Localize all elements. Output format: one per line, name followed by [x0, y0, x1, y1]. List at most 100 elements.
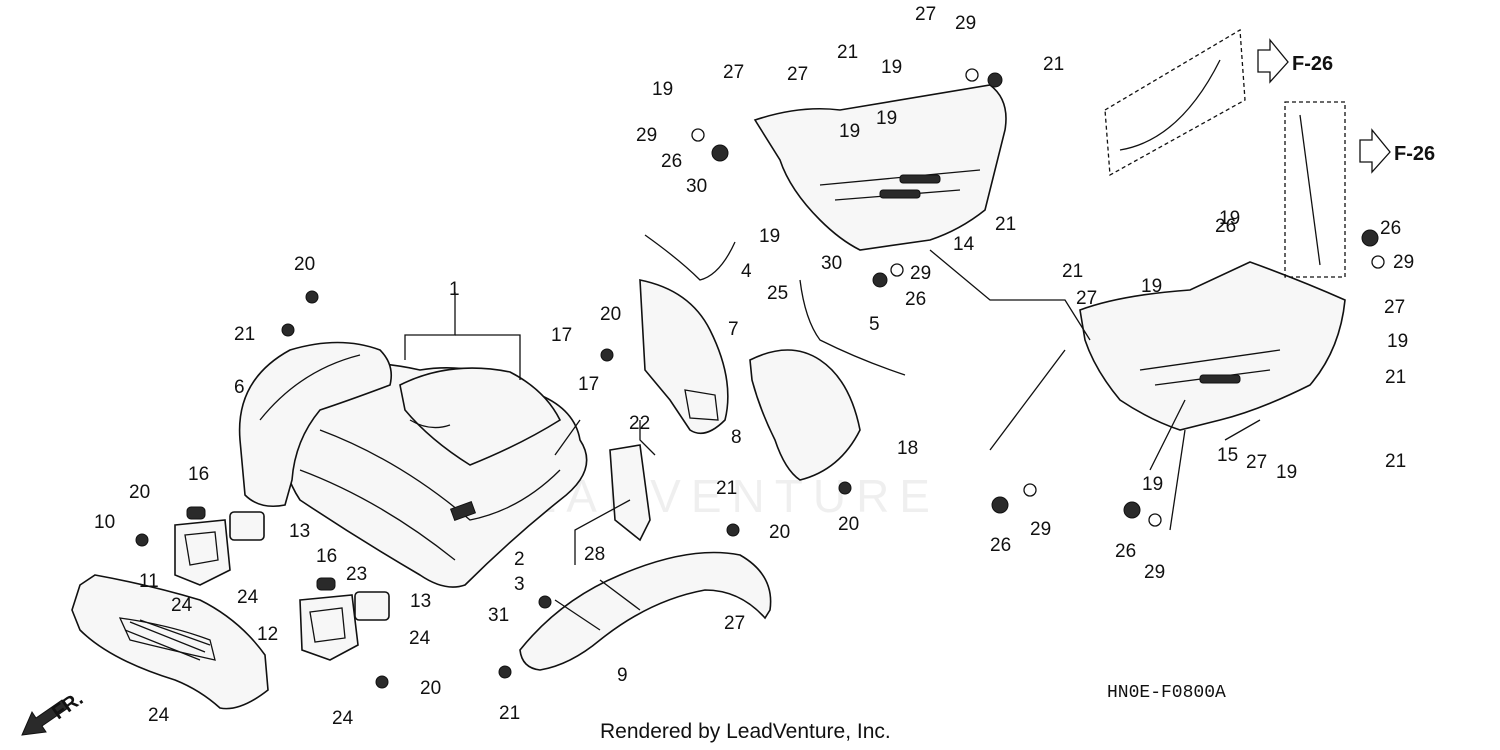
callout-number[interactable]: 21 [1043, 54, 1064, 75]
callout-number[interactable]: 3 [514, 574, 525, 595]
front-fender[interactable] [281, 362, 588, 588]
ref-arrow-lower[interactable]: F-26 [1359, 128, 1435, 174]
callout-number[interactable]: 13 [289, 521, 310, 542]
callout-number[interactable]: 19 [1387, 331, 1408, 352]
callout-number[interactable]: 6 [234, 377, 245, 398]
grille-mesh-icon [124, 619, 211, 661]
cable-harness-upper[interactable] [644, 234, 736, 281]
callout-number[interactable]: 29 [1393, 252, 1414, 273]
callout-number[interactable]: 27 [1246, 452, 1267, 473]
callout-number[interactable]: 5 [869, 314, 880, 335]
ref-arrow-upper[interactable]: F-26 [1257, 38, 1333, 84]
callout-number[interactable]: 19 [1276, 462, 1297, 483]
callout-number[interactable]: 24 [237, 587, 259, 608]
light-cover-right[interactable] [354, 591, 390, 621]
grommet-right[interactable] [316, 577, 336, 591]
callout-number[interactable]: 22 [629, 413, 650, 434]
mounting-stay-lower[interactable] [1299, 114, 1321, 266]
cable-harness-lower[interactable] [799, 279, 906, 376]
callout-number[interactable]: 26 [1380, 218, 1401, 239]
callout-number[interactable]: 26 [905, 289, 926, 310]
callout-number[interactable]: 21 [1385, 451, 1406, 472]
callout-number[interactable]: 24 [171, 595, 193, 616]
callout-number[interactable]: 11 [139, 571, 159, 592]
mounting-stay-upper[interactable] [1119, 59, 1221, 151]
callout-number[interactable]: 27 [1076, 288, 1097, 309]
callout-number[interactable]: 24 [409, 628, 431, 649]
callout-number[interactable]: 21 [837, 42, 858, 63]
callout-number[interactable]: 27 [915, 4, 936, 25]
nut-icon [872, 272, 888, 288]
callout-number[interactable]: 19 [839, 121, 860, 142]
callout-number[interactable]: 19 [876, 108, 897, 129]
callout-number[interactable]: 26 [1215, 216, 1236, 237]
callout-number[interactable]: 17 [551, 325, 572, 346]
callout-number[interactable]: 21 [234, 324, 255, 345]
callout-number[interactable]: 21 [1385, 367, 1406, 388]
front-mudguard-extension[interactable] [519, 551, 772, 671]
callout-number[interactable]: 20 [838, 514, 859, 535]
left-side-guard[interactable] [238, 341, 393, 508]
callout-number[interactable]: 25 [767, 283, 788, 304]
callout-number[interactable]: 23 [346, 564, 367, 585]
callout-number[interactable]: 14 [953, 234, 975, 255]
front-grille[interactable] [71, 574, 269, 710]
callout-number[interactable]: 15 [1217, 445, 1238, 466]
inner-fender-panel[interactable] [609, 444, 651, 542]
callout-number[interactable]: 20 [769, 522, 790, 543]
callout-number[interactable]: 27 [723, 62, 744, 83]
callout-number[interactable]: 19 [881, 57, 902, 78]
rear-carrier-fender[interactable] [1079, 261, 1346, 431]
callout-number[interactable]: 29 [636, 125, 657, 146]
front-carrier-fender[interactable] [753, 84, 1007, 251]
callout-number[interactable]: 20 [129, 482, 150, 503]
callout-number[interactable]: 21 [499, 703, 520, 724]
callout-number[interactable]: 30 [686, 176, 707, 197]
callout-number[interactable]: 21 [716, 478, 737, 499]
callout-number[interactable]: 29 [910, 263, 931, 284]
headlight-bracket-right[interactable] [299, 594, 359, 661]
callout-number[interactable]: 16 [188, 464, 209, 485]
callout-number[interactable]: 16 [316, 546, 337, 567]
light-cover-left[interactable] [229, 511, 265, 541]
callout-number[interactable]: 1 [449, 279, 460, 300]
callout-number[interactable]: 4 [741, 261, 752, 282]
callout-number[interactable]: 19 [1141, 276, 1162, 297]
callout-number[interactable]: 19 [1219, 208, 1240, 229]
headlight-bracket-left[interactable] [174, 519, 231, 586]
callout-number[interactable]: 27 [787, 64, 808, 85]
callout-number[interactable]: 26 [990, 535, 1011, 556]
callout-number[interactable]: 19 [652, 79, 673, 100]
callout-number[interactable]: 7 [728, 319, 739, 340]
callout-number[interactable]: 28 [584, 544, 605, 565]
callout-number[interactable]: 29 [955, 13, 976, 34]
callout-number[interactable]: 30 [821, 253, 842, 274]
callout-number[interactable]: 20 [294, 254, 315, 275]
callout-number[interactable]: 21 [1062, 261, 1083, 282]
callout-number[interactable]: 2 [514, 549, 525, 570]
callout-number[interactable]: 27 [724, 613, 745, 634]
callout-number[interactable]: 21 [995, 214, 1016, 235]
callout-number[interactable]: 24 [332, 708, 354, 729]
callout-number[interactable]: 10 [94, 512, 115, 533]
callout-number[interactable]: 24 [148, 705, 170, 726]
callout-number[interactable]: 8 [731, 427, 742, 448]
grommet-left[interactable] [186, 506, 206, 520]
callout-number[interactable]: 20 [420, 678, 441, 699]
callout-number[interactable]: 31 [488, 605, 509, 626]
callout-number[interactable]: 12 [257, 624, 278, 645]
callout-number[interactable]: 19 [1142, 474, 1163, 495]
callout-number[interactable]: 20 [600, 304, 621, 325]
callout-number[interactable]: 19 [759, 226, 780, 247]
callout-number[interactable]: 18 [897, 438, 918, 459]
callout-number[interactable]: 29 [1144, 562, 1165, 583]
callout-number[interactable]: 9 [617, 665, 628, 686]
callout-number[interactable]: 26 [1115, 541, 1136, 562]
callout-number[interactable]: 13 [410, 591, 431, 612]
callout-number[interactable]: 26 [661, 151, 682, 172]
callout-number[interactable]: 27 [1384, 297, 1405, 318]
side-cover-upper[interactable] [639, 279, 729, 435]
callout-number[interactable]: 17 [578, 374, 599, 395]
callout-number[interactable]: 29 [1030, 519, 1051, 540]
side-cover-lower[interactable] [749, 349, 861, 481]
